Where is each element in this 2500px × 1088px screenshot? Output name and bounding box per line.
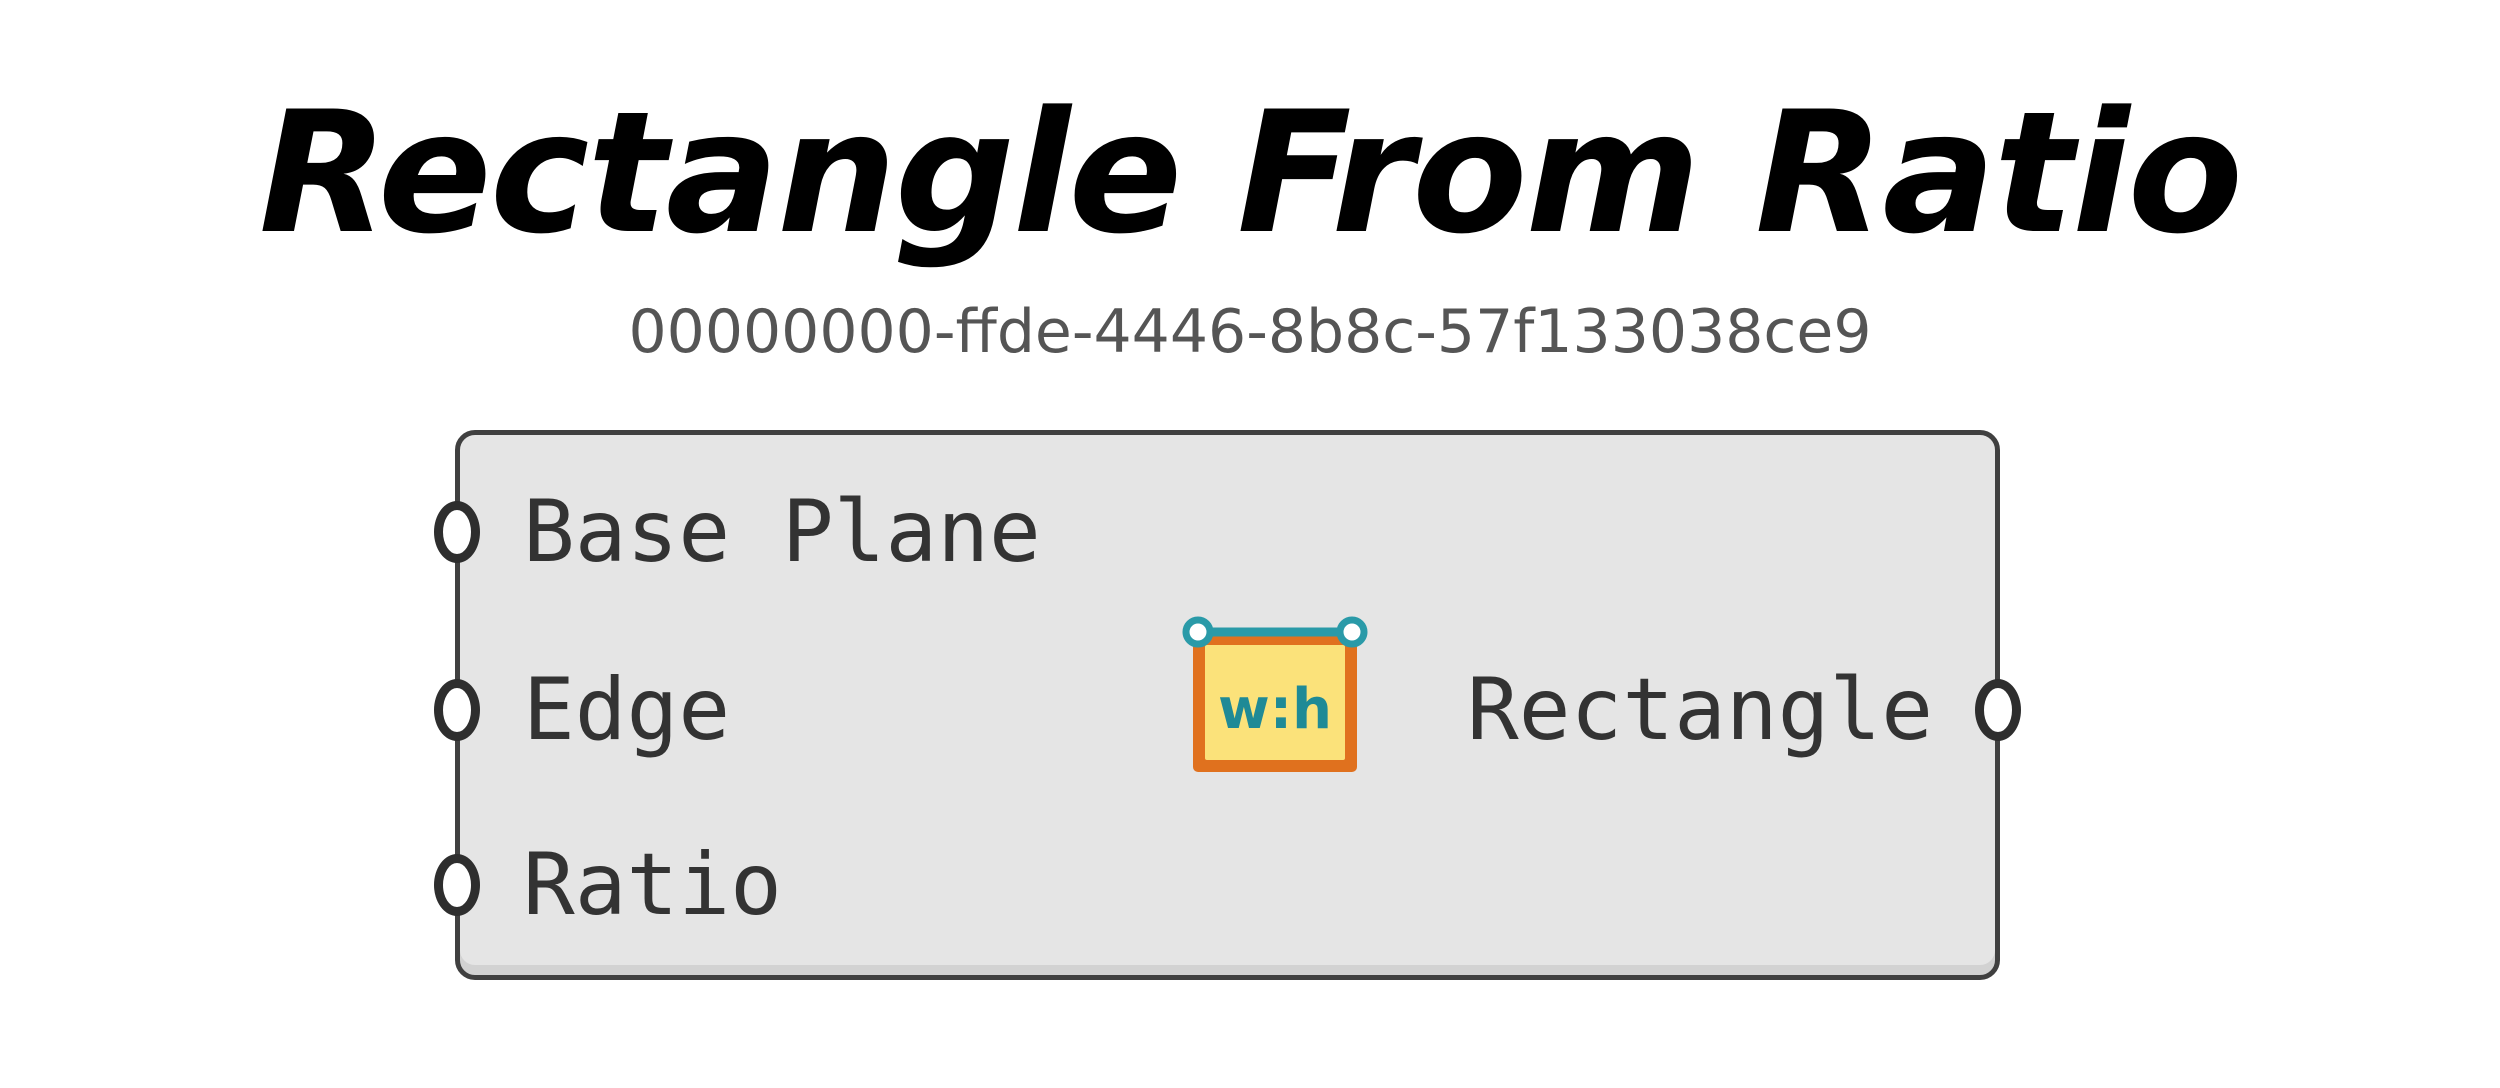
input-label-ratio: Ratio [523,835,782,935]
input-label-edge: Edge [523,660,731,760]
input-grip-ratio[interactable] [434,854,480,916]
input-label-base-plane: Base Plane [523,482,1041,582]
component-guid: 00000000-ffde-4446-8b8c-57f133038ce9 [628,297,1872,367]
rectangle-ratio-icon: w:h [1182,616,1368,772]
component-title: Rectangle From Ratio [258,75,2243,271]
icon-ratio-text: w:h [1218,677,1332,742]
component-node[interactable]: Base Plane Edge Ratio Rectangle w:h [434,430,2021,980]
output-grip-rectangle[interactable] [1975,679,2021,741]
input-grip-edge[interactable] [434,679,480,741]
input-grip-base-plane[interactable] [434,501,480,563]
output-label-rectangle: Rectangle [1467,660,1933,760]
